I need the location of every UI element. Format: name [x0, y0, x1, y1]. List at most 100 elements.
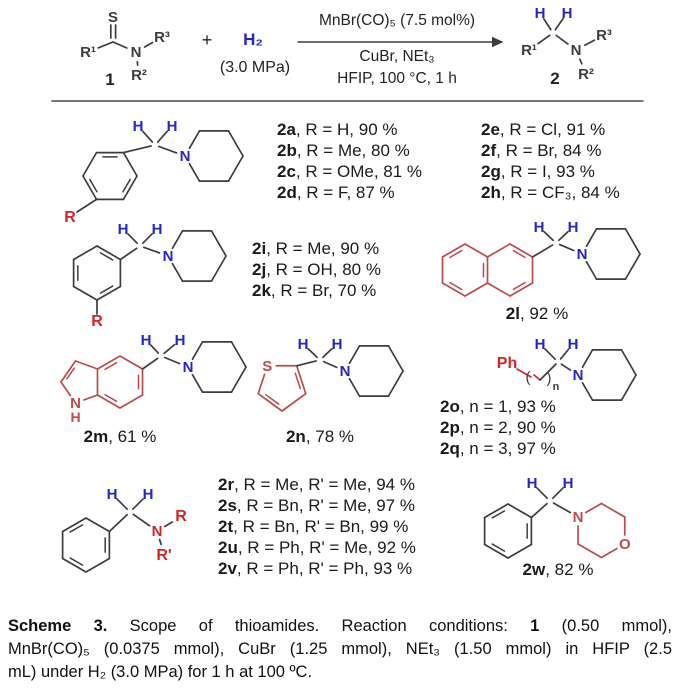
bond	[96, 245, 122, 261]
compound-conditions: , R = Ph, R' = Ph, 93 %	[236, 559, 413, 578]
bond	[141, 233, 153, 245]
compound-conditions: , R = I, 93 %	[500, 162, 595, 181]
compound-conditions: , R = H, 90 %	[295, 120, 398, 139]
r3-label: R³	[596, 27, 612, 44]
compound-entry: 2a, R = H, 90 %	[277, 119, 422, 140]
bond	[119, 247, 138, 261]
h-label: H	[175, 332, 186, 349]
entries-2i-2k: 2i, R = Me, 90 %2j, R = OH, 80 %2k, R = …	[252, 238, 381, 301]
bond	[583, 39, 596, 47]
bond	[585, 260, 598, 280]
compound-entry: 2d, R = F, 87 %	[277, 182, 422, 203]
sulfur-atom: S	[108, 9, 118, 26]
bond	[295, 360, 317, 367]
bond	[322, 347, 333, 359]
bond	[69, 557, 84, 566]
bond	[116, 498, 129, 511]
h-label: H	[527, 475, 538, 492]
h-label: H	[534, 219, 545, 236]
bond	[555, 34, 569, 45]
compound-entry: 2p, n = 2, 90 %	[440, 418, 556, 439]
bond	[96, 394, 121, 409]
scheme-caption: Scheme 3. Scope of thioamides. Reaction …	[8, 615, 672, 684]
nitrogen-atom: N	[573, 509, 584, 526]
compound-yield: , 61 %	[108, 427, 157, 446]
bond	[486, 243, 511, 258]
phenyl-label: Ph	[497, 355, 517, 372]
bond	[96, 285, 122, 301]
h-label: H	[568, 336, 579, 353]
bond	[600, 547, 618, 559]
bond	[620, 349, 637, 376]
caption-line: mL) under H₂ (3.0 MPa) for 1 h at 100 ºC…	[8, 661, 672, 684]
bond	[558, 230, 569, 242]
bond	[108, 513, 128, 533]
h-label: H	[535, 336, 546, 353]
compound-id: 2v	[218, 559, 237, 578]
compound-conditions: , R = OMe, 81 %	[295, 162, 423, 181]
r3-label: R³	[154, 29, 170, 46]
bond	[558, 243, 575, 252]
compound-conditions: , R = Me, 90 %	[266, 239, 380, 258]
compound-id: 2e	[481, 120, 500, 139]
bond	[542, 18, 552, 31]
bond	[141, 357, 159, 370]
arrowhead	[492, 36, 504, 48]
bond	[230, 366, 247, 393]
compound-conditions: , R = Me, R' = Me, 94 %	[234, 475, 415, 494]
h-label: H	[562, 5, 573, 22]
bond	[122, 151, 138, 177]
bond	[585, 228, 598, 248]
bond	[464, 243, 489, 258]
bond	[82, 175, 98, 201]
compound-entry: 2f, R = Br, 84 %	[481, 140, 620, 161]
nitrogen-atom: N	[573, 367, 584, 384]
bond	[464, 282, 489, 297]
reaction-arrow	[297, 36, 504, 48]
caption-text: mL) under H₂ (3.0 MPa) for 1 h at 100 ºC…	[8, 663, 313, 681]
bond	[486, 282, 511, 297]
h-label: H	[118, 221, 129, 238]
bond	[554, 17, 564, 31]
r1-label: R¹	[521, 42, 537, 59]
bond	[491, 510, 506, 519]
compound-yield: , 78 %	[305, 427, 355, 446]
bond	[141, 130, 154, 143]
bond	[600, 502, 626, 518]
compound-conditions: , n = 1, 93 %	[459, 397, 556, 416]
compound-conditions: , R = Bn, R' = Me, 97 %	[236, 496, 415, 515]
bond	[294, 372, 302, 390]
bond	[581, 349, 594, 369]
compound-id: 2q	[440, 439, 460, 458]
paren-open: (	[526, 369, 531, 386]
r2-label: R²	[578, 66, 594, 83]
compound-id: 2p	[440, 418, 460, 437]
compound-id: 2h	[481, 183, 501, 202]
bond	[149, 344, 160, 354]
compound-entry: 2b, R = Me, 80 %	[277, 140, 422, 161]
bond	[60, 381, 72, 397]
bond	[156, 130, 169, 143]
bond	[581, 381, 594, 401]
compound-yield: , 92 %	[519, 304, 569, 323]
compound-id: 2w	[522, 560, 546, 579]
bond	[72, 285, 98, 301]
compound-conditions: , R = Ph, R' = Me, 92 %	[237, 538, 416, 557]
compound-entry: 2e, R = Cl, 91 %	[481, 119, 620, 140]
bond	[143, 41, 154, 48]
compound-entry: 2c, R = OMe, 81 %	[277, 161, 422, 182]
bond	[552, 502, 572, 514]
bond	[483, 543, 509, 559]
bond	[97, 41, 114, 49]
nitrogen-atom: N	[131, 44, 142, 61]
bond	[257, 392, 283, 412]
repeat-subscript: n	[553, 381, 560, 393]
compound-label-2w: 2w, 82 %	[493, 560, 623, 580]
bond	[85, 517, 111, 533]
compound-id: 2c	[277, 162, 296, 181]
bond	[158, 538, 162, 546]
caption-text: Scope of thioamides. Reaction conditions…	[107, 617, 531, 635]
